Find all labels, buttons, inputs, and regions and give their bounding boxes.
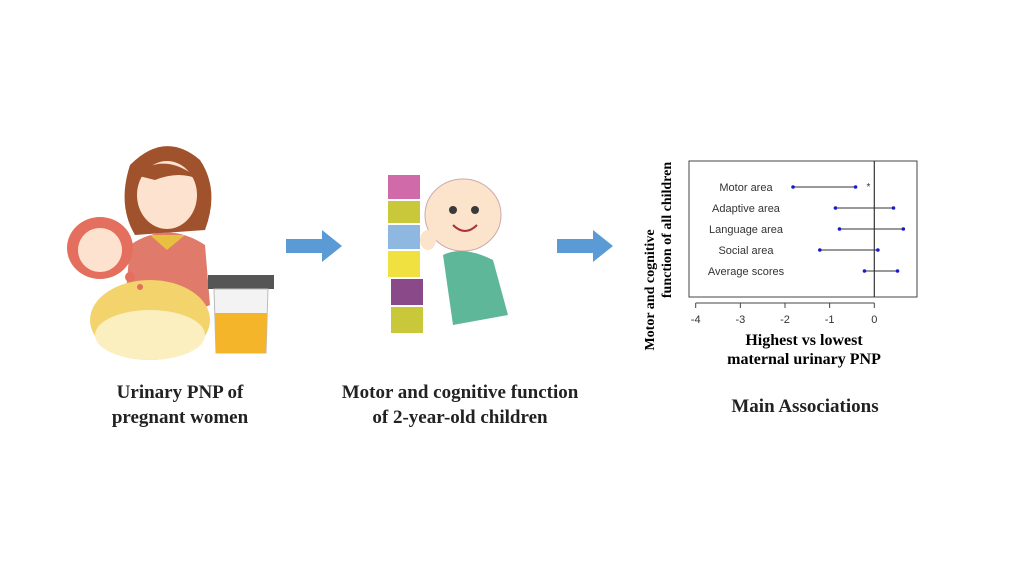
x-tick-label: 0: [871, 314, 877, 326]
x-axis-label-line2: maternal urinary PNP: [727, 351, 881, 368]
row-label: Average scores: [708, 266, 785, 278]
ci-upper-point: [901, 227, 906, 231]
ci-lower-point: [791, 185, 795, 189]
forest-plot: Motor and cognitive function of all chil…: [643, 160, 918, 368]
row-label: Motor area: [719, 182, 773, 194]
caption-line: Urinary PNP of: [116, 382, 244, 403]
row-label: Adaptive area: [712, 203, 781, 215]
ci-lower-point: [818, 248, 822, 252]
ci-lower-point: [862, 269, 867, 273]
caption-urinary-pnp: Urinary PNP of pregnant women: [60, 380, 300, 430]
y-axis-label-line2: function of all children: [660, 162, 675, 298]
x-tick-label: -3: [735, 314, 745, 326]
baby-blocks-illustration: [388, 175, 508, 333]
arrow-right-icon: [286, 230, 342, 262]
urine-cup-icon: [208, 275, 274, 354]
caption-line: of 2-year-old children: [372, 407, 548, 428]
pregnant-woman-illustration: [67, 146, 212, 360]
x-tick-label: -4: [691, 314, 701, 326]
caption-line: Motor and cognitive function: [341, 382, 579, 403]
significance-marker: *: [867, 182, 871, 193]
ci-lower-point: [837, 227, 842, 231]
caption-main-associations: Main Associations: [731, 396, 879, 417]
ci-upper-point: [876, 248, 880, 252]
row-label: Social area: [718, 245, 774, 257]
ci-lower-point: [833, 206, 838, 210]
row-label: Language area: [709, 224, 784, 236]
x-tick-label: -2: [780, 314, 790, 326]
x-tick-label: -1: [825, 314, 835, 326]
caption-motor-cognitive: Motor and cognitive function of 2-year-o…: [310, 380, 610, 430]
ci-upper-point: [891, 206, 896, 210]
arrow-right-icon: [557, 230, 613, 262]
ci-upper-point: [895, 269, 900, 273]
y-axis-label-line1: Motor and cognitive: [643, 229, 658, 350]
plot-frame: [688, 160, 918, 298]
ci-upper-point: [853, 185, 858, 189]
x-axis-label-line1: Highest vs lowest: [745, 332, 863, 349]
caption-line: pregnant women: [111, 407, 249, 428]
